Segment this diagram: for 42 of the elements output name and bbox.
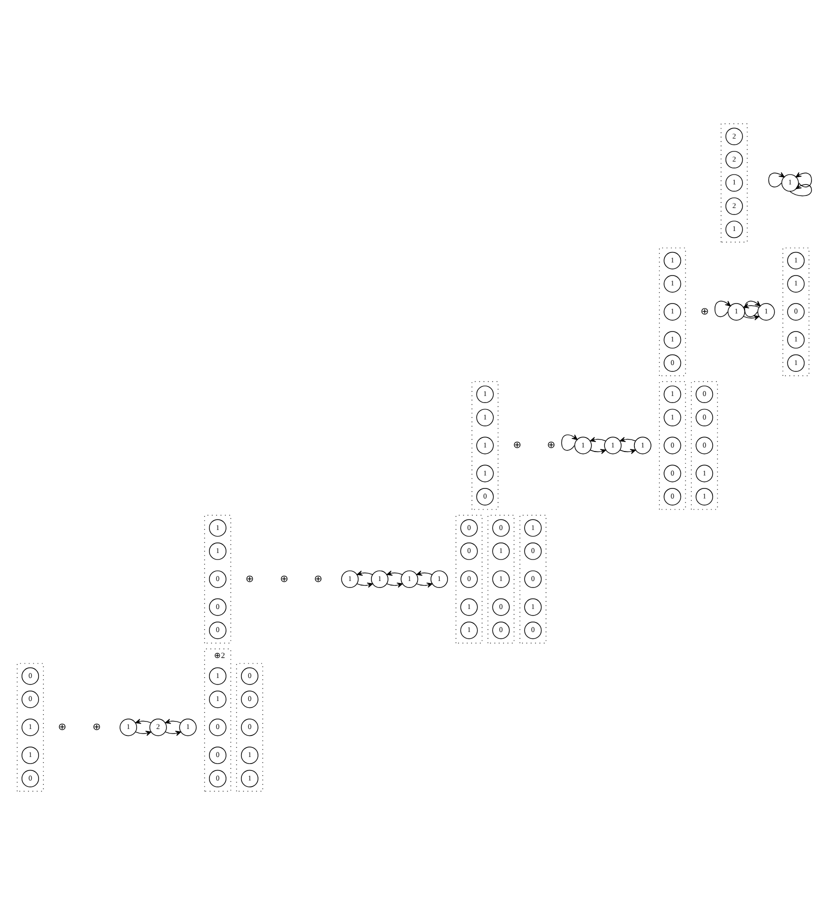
arrow	[386, 582, 403, 588]
arrow	[768, 172, 785, 187]
cluster	[782, 247, 810, 376]
arrow	[590, 436, 606, 442]
cluster	[658, 247, 686, 376]
label: ⊕	[700, 306, 708, 318]
cluster	[520, 514, 546, 643]
arrow	[386, 570, 403, 576]
cluster	[204, 514, 232, 643]
label: ⊕	[314, 573, 322, 584]
label: ⊕	[547, 440, 556, 451]
cluster	[16, 662, 44, 792]
arrow	[743, 314, 760, 320]
node-label: ⊕2	[214, 650, 226, 660]
arrow	[714, 300, 731, 317]
arrow	[356, 582, 373, 588]
arrow	[561, 434, 578, 450]
arrow	[164, 718, 182, 724]
arrow	[135, 718, 152, 724]
cluster	[690, 380, 718, 510]
label: ⊕	[58, 722, 66, 733]
label: ⊕	[92, 722, 100, 733]
cluster	[472, 380, 498, 510]
arrow	[796, 172, 812, 187]
arrow	[590, 448, 606, 454]
arrow	[620, 436, 636, 442]
cluster	[658, 380, 686, 510]
arrow	[790, 183, 812, 196]
label: ⊕	[246, 573, 254, 584]
arrow	[356, 570, 373, 576]
arrow	[416, 570, 433, 576]
arrow	[164, 730, 182, 736]
cluster	[720, 122, 748, 242]
cluster	[488, 514, 514, 643]
arrow	[620, 448, 636, 454]
arrow	[416, 582, 433, 588]
label: ⊕	[512, 440, 521, 451]
cluster	[236, 662, 264, 792]
label: ⊕	[280, 573, 288, 584]
arrow	[135, 730, 152, 736]
cluster	[456, 514, 482, 643]
cluster	[204, 648, 232, 792]
